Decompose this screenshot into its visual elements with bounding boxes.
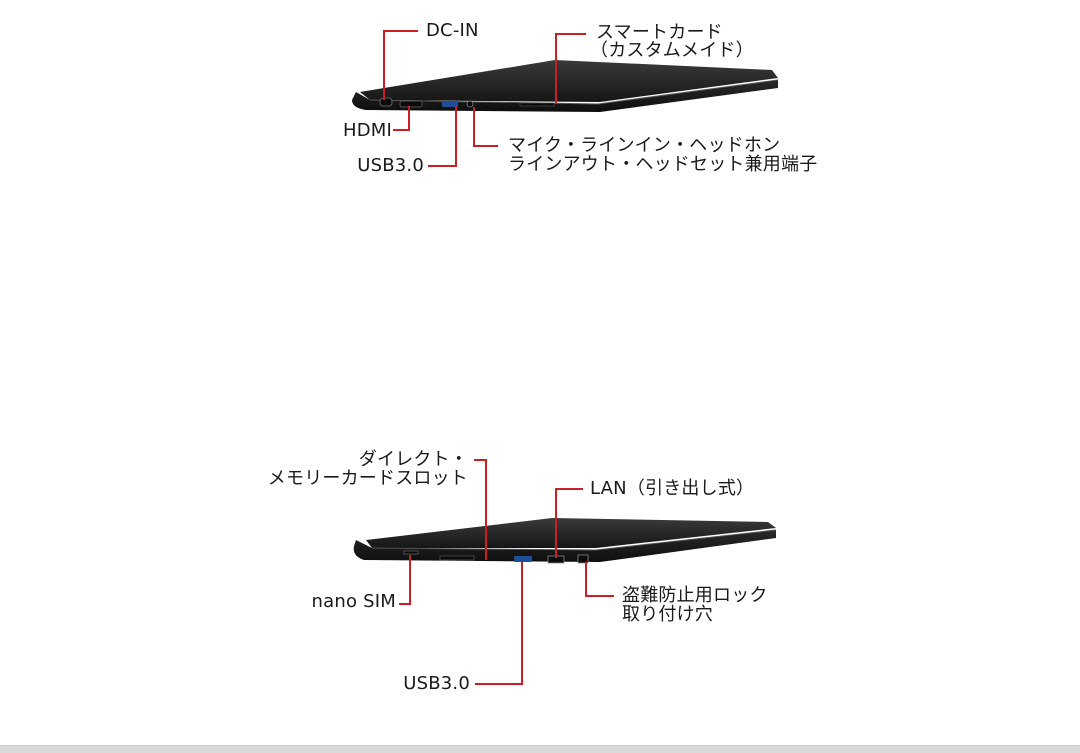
laptop-left-side [352,60,779,112]
dc-in-port [379,97,393,107]
label-audio-line2: ラインアウト・ヘッドセット兼用端子 [508,154,818,175]
audio-jack [466,100,474,108]
label-usb-top: USB3.0 [357,155,424,176]
label-nano-sim: nano SIM [311,591,396,612]
label-hdmi: HDMI [342,120,392,141]
usb-port [442,101,458,107]
laptop-right-side [353,518,777,564]
label-memory-line1: ダイレクト・ [358,449,468,470]
security-lock-slot [577,554,589,564]
label-usb-bottom: USB3.0 [403,673,470,694]
label-lock-line1: 盗難防止用ロック [622,585,768,606]
hdmi-port [399,100,423,108]
nano-sim-slot [403,550,419,555]
label-lock-line2: 取り付け穴 [622,604,713,625]
label-lan: LAN（引き出し式） [590,478,755,499]
smartcard-slot [519,102,555,107]
label-memory-line2: メモリーカードスロット [267,468,468,489]
usb-port-right [514,556,532,562]
label-dc-in: DC-IN [426,20,479,41]
label-smartcard-line2: （カスタムメイド） [590,40,754,61]
page-bottom-divider [0,745,1080,753]
label-audio-line1: マイク・ラインイン・ヘッドホン [508,135,781,156]
label-smartcard-line1: スマートカード [596,22,723,43]
memory-card-slot [439,555,475,561]
